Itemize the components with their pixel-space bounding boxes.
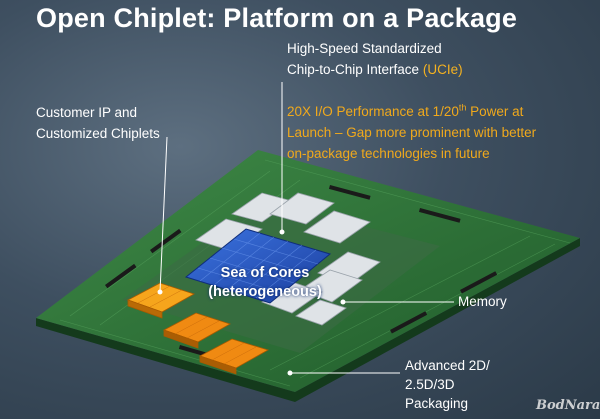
adv-line-1: Advanced 2D/	[405, 358, 490, 373]
memory-chips	[195, 192, 381, 326]
perf-line-1-a: 20X I/O Performance at 1/20	[287, 104, 459, 119]
customer-ip-callout: Customer IP and Customized Chiplets	[36, 102, 160, 144]
ucie-line-2-text: Chip-to-Chip Interface	[287, 62, 420, 77]
customer-line-2: Customized Chiplets	[36, 126, 160, 141]
advanced-packaging-callout: Advanced 2D/ 2.5D/3D Packaging	[405, 356, 490, 413]
adv-line-2: 2.5D/3D	[405, 377, 455, 392]
sea-line-2: (heterogeneous)	[208, 284, 322, 300]
performance-note: 20X I/O Performance at 1/20th Power at L…	[287, 101, 536, 164]
core-grid	[197, 232, 319, 299]
substrate-edge	[36, 238, 580, 402]
chiplet-grid	[137, 285, 257, 365]
sea-of-cores-label: Sea of Cores (heterogeneous)	[190, 264, 340, 302]
watermark: BodNara	[536, 398, 600, 413]
slide-title: Open Chiplet: Platform on a Package	[36, 3, 518, 33]
pad-rows	[104, 185, 498, 360]
perf-line-2: Launch – Gap more prominent with better	[287, 125, 537, 140]
perf-line-3: on-package technologies in future	[287, 146, 490, 161]
ucie-highlight: (UCIe)	[422, 62, 463, 77]
ucie-line-2: Chip-to-Chip Interface (UCIe)	[287, 59, 463, 80]
sea-of-cores-die	[184, 228, 332, 304]
perf-line-1-sup: th	[458, 102, 467, 113]
adv-line-3: Packaging	[405, 396, 469, 411]
callout-lines	[159, 82, 454, 374]
perf-line-1: 20X I/O Performance at 1/20th Power at	[287, 101, 536, 122]
memory-label: Memory	[458, 294, 507, 309]
ucie-line-1: High-Speed Standardized	[287, 41, 442, 56]
ucie-callout: High-Speed Standardized Chip-to-Chip Int…	[287, 38, 463, 80]
customer-line-1: Customer IP and	[36, 105, 138, 120]
sea-line-1: Sea of Cores	[220, 265, 310, 281]
customer-chiplets	[127, 282, 270, 375]
callout-dots	[157, 229, 346, 376]
perf-line-1-b: Power at	[466, 104, 524, 119]
